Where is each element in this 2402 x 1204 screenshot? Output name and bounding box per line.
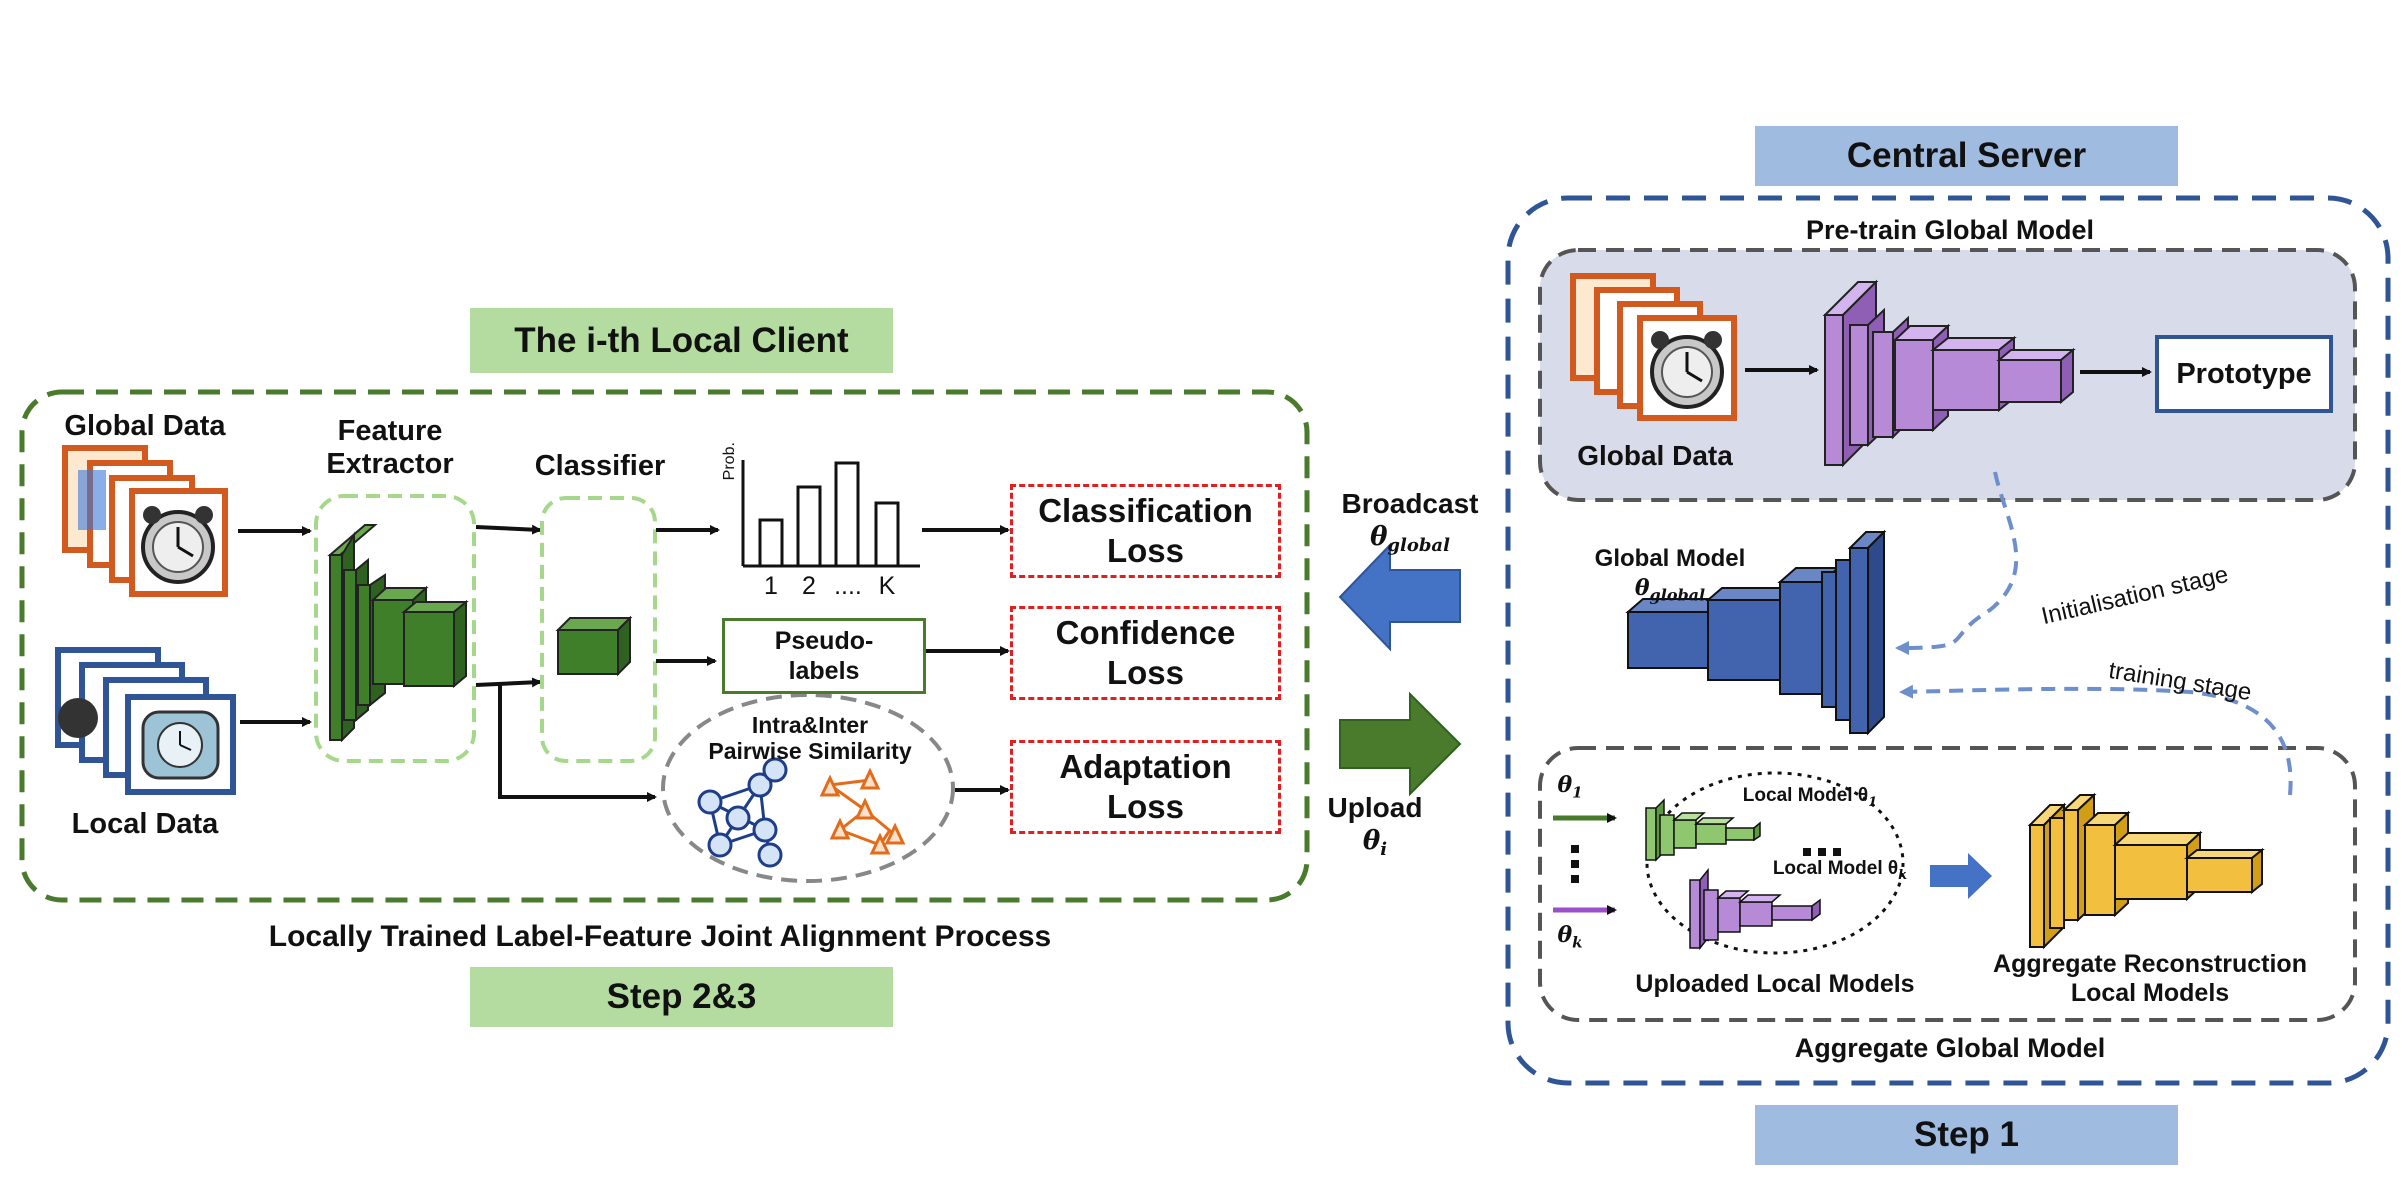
histogram-tick-dots: .... (834, 572, 862, 600)
probability-histogram (741, 460, 920, 568)
local-client-banner: The i-th Local Client (470, 308, 893, 373)
broadcast-label: Broadcast (1341, 488, 1479, 519)
step-2-3-banner: Step 2&3 (470, 967, 893, 1027)
pseudo-labels-box: Pseudo- labels (722, 618, 926, 694)
broadcast-arrow (1338, 542, 1461, 652)
theta-k-label: θk (1552, 922, 1588, 952)
uploaded-local-models-label: Uploaded Local Models (1635, 970, 1915, 998)
theta-k-sub: k (1572, 933, 1583, 952)
prob-axis-label: Prob. (720, 442, 738, 481)
training-stage-arrow (1899, 684, 2293, 796)
aggregate-global-title: Aggregate Global Model (1794, 1033, 2106, 1063)
upload-theta: θ (1362, 826, 1381, 856)
step-1-banner: Step 1 (1755, 1105, 2178, 1165)
confidence-loss-box: Confidence Loss (1010, 606, 1281, 700)
global-data-image-stack-left (62, 445, 228, 597)
global-model-theta: θ (1634, 575, 1650, 601)
local-data-label-left: Local Data (71, 808, 219, 840)
feature-extractor-blocks (327, 524, 469, 743)
theta-1-label: θ1 (1552, 772, 1588, 802)
initialisation-stage-arrow (1895, 471, 2019, 655)
arrow-extractor-to-classifier-mid (475, 677, 542, 688)
broadcast-theta: θ (1370, 522, 1388, 552)
global-model-theta-sub: global (1649, 585, 1706, 605)
theta-1: θ (1557, 772, 1573, 798)
global-data-label-left: Global Data (64, 410, 226, 442)
broadcast-theta-label: θglobal (1330, 522, 1490, 557)
feature-extractor-frame (314, 494, 476, 763)
arrow-extractor-to-similarity (498, 685, 657, 802)
local-data-image-stack-left (55, 647, 236, 795)
global-data-image-stack-right (1570, 273, 1737, 421)
classifier-label: Classifier (534, 450, 666, 482)
arrow-to-aggregate (1930, 853, 1992, 899)
similarity-ellipse (661, 693, 955, 883)
blue-similarity-nodes (697, 757, 788, 868)
local-model-1-label: Local Model θ1 (1710, 785, 1910, 811)
feature-extractor-label: Feature Extractor (326, 415, 454, 481)
local-client-frame (19, 389, 1310, 903)
central-server-frame (1505, 195, 2391, 1086)
theta-k: θ (1557, 922, 1573, 948)
prototype-box: Prototype (2155, 335, 2333, 413)
global-model-label: Global Model (1594, 545, 1746, 572)
global-data-label-right: Global Data (1577, 440, 1733, 471)
global-model-blue (1625, 529, 1887, 736)
local-model-k-sub: k (1898, 867, 1908, 883)
pretrain-title: Pre-train Global Model (1805, 215, 2095, 245)
central-server-banner: Central Server (1755, 126, 2178, 186)
local-model-k-label: Local Model θk (1740, 858, 1940, 884)
theta-ellipsis-dots (1571, 845, 1579, 883)
classification-loss-box: Classification Loss (1010, 484, 1281, 578)
classifier-frame (540, 496, 657, 763)
uploaded-models-ellipse (1645, 771, 1905, 955)
global-model-theta-label: θglobal (1570, 575, 1770, 605)
histogram-tick-k: K (878, 572, 896, 600)
local-model-1-green (1645, 798, 1761, 862)
local-model-1-sub: 1 (1868, 794, 1878, 810)
pretrain-model-purple (1822, 279, 2076, 468)
upload-arrow (1339, 691, 1462, 797)
local-models-ellipsis (1803, 848, 1841, 856)
histogram-tick-2: 2 (802, 572, 816, 600)
arrow-extractor-to-classifier-top (475, 524, 542, 535)
theta-1-sub: 1 (1572, 783, 1583, 802)
upload-theta-label: θi (1315, 826, 1435, 861)
upload-label: Upload (1327, 792, 1423, 823)
local-model-k-purple (1689, 867, 1821, 951)
adaptation-loss-box: Adaptation Loss (1010, 740, 1281, 834)
process-caption: Locally Trained Label-Feature Joint Alig… (268, 920, 1052, 953)
aggregate-model-yellow (2027, 792, 2265, 950)
aggregate-frame (1538, 746, 2357, 1022)
classifier-block (555, 615, 633, 677)
broadcast-theta-sub: global (1387, 535, 1450, 557)
orange-similarity-nodes (819, 767, 906, 855)
local-model-k-text: Local Model θ (1772, 858, 1899, 879)
upload-theta-sub: i (1380, 839, 1388, 861)
histogram-tick-1: 1 (764, 572, 778, 600)
local-model-1-text: Local Model θ (1742, 785, 1869, 806)
similarity-label: Intra&Inter Pairwise Similarity (708, 712, 912, 765)
aggregate-reconstruction-label: Aggregate Reconstruction Local Models (1993, 950, 2307, 1007)
